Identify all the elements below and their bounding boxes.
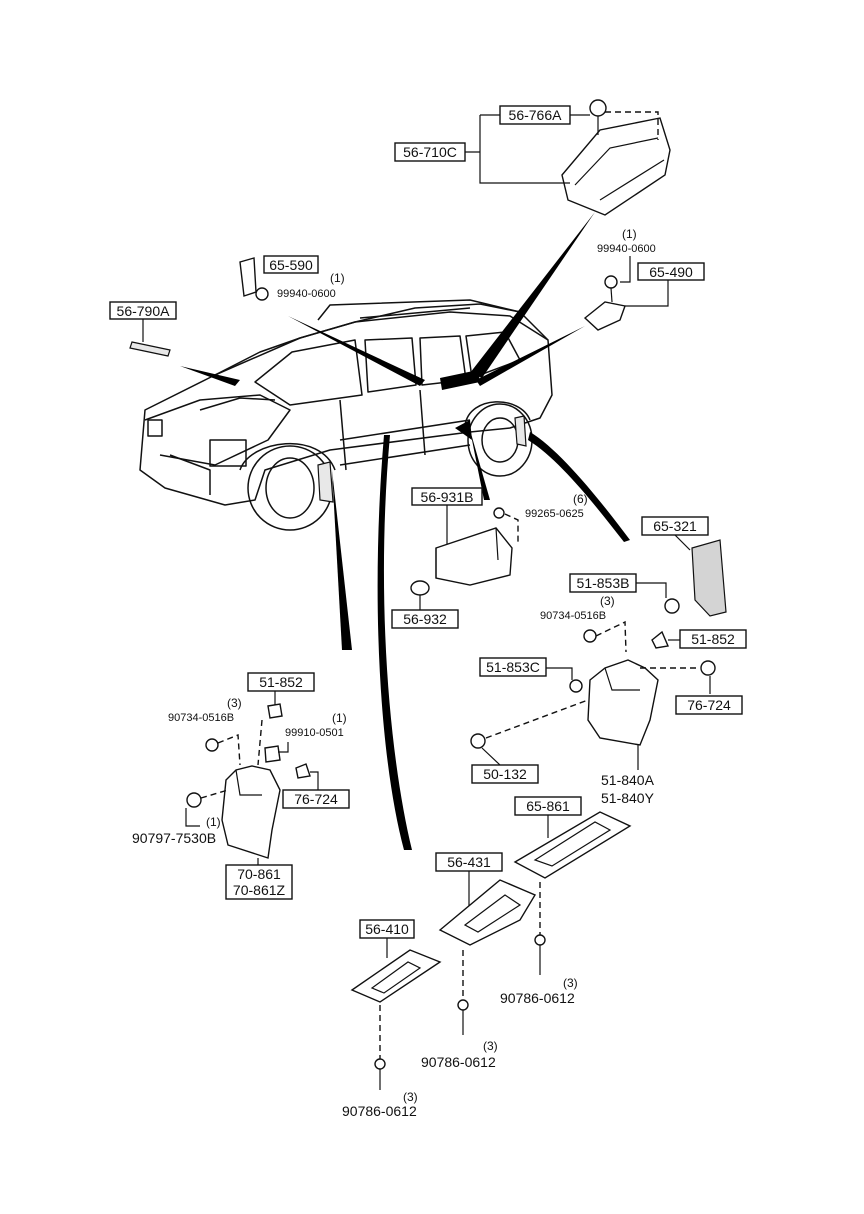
qty-90786-0612-a: (3) [563, 976, 578, 990]
group-56-790a: 56-790A [109, 301, 177, 357]
callout-65-321: 65-321 [653, 518, 697, 534]
qty-99910-0501: (1) [332, 711, 347, 725]
group-51-840a: 51-853B (3) 90734-0516B 51-852 51-853C 7… [470, 573, 747, 806]
callout-76-724-right: 76-724 [687, 697, 731, 713]
group-70-861: 51-852 (3) 90734-0516B (1) 99910-0501 76… [132, 672, 350, 900]
qty-90734-0516b-r: (3) [600, 594, 615, 608]
callout-50-132: 50-132 [483, 766, 527, 782]
callout-65-590: 65-590 [269, 257, 313, 273]
qty-90786-0612-b: (3) [483, 1039, 498, 1053]
group-65-861: 65-861 (3) 90786-0612 [500, 796, 632, 1006]
part-99940-0600-a: 99940-0600 [277, 288, 336, 300]
vehicle-illustration [139, 299, 553, 531]
part-99265-0625: 99265-0625 [525, 508, 584, 520]
part-90734-0516b-l: 90734-0516B [168, 712, 234, 724]
callout-65-861: 65-861 [526, 798, 570, 814]
group-56-710c: 56-766A 56-710C [394, 99, 671, 216]
callout-56-431: 56-431 [447, 854, 491, 870]
qty-99940-0600-b: (1) [622, 227, 637, 241]
group-65-321: 65-321 [641, 516, 727, 617]
qty-99940-0600-a: (1) [330, 271, 345, 285]
callout-56-710c: 56-710C [403, 144, 457, 160]
part-90786-0612-b: 90786-0612 [421, 1054, 496, 1070]
callout-56-931b: 56-931B [421, 489, 474, 505]
group-56-931b: 56-931B 99265-0625 (6) 56-932 [391, 487, 588, 629]
callout-65-490: 65-490 [649, 264, 693, 280]
callout-51-853c: 51-853C [486, 659, 540, 675]
callout-76-724-left: 76-724 [294, 791, 338, 807]
callout-51-853b: 51-853B [577, 575, 630, 591]
callout-56-766a: 56-766A [509, 107, 563, 123]
part-90786-0612-a: 90786-0612 [500, 990, 575, 1006]
callout-56-790a: 56-790A [117, 303, 171, 319]
callout-51-852-left: 51-852 [259, 674, 303, 690]
part-90797-7530b: 90797-7530B [132, 830, 216, 846]
qty-90786-0612-c: (3) [403, 1090, 418, 1104]
group-56-431: 56-431 (3) 90786-0612 [421, 852, 537, 1070]
leader-lines [180, 212, 630, 850]
callout-51-840y: 51-840Y [601, 790, 655, 806]
qty-90797-7530b: (1) [206, 815, 221, 829]
callout-70-861z: 70-861Z [233, 882, 286, 898]
part-90734-0516b-r: 90734-0516B [540, 610, 606, 622]
qty-99265-0625: (6) [573, 492, 588, 506]
part-99910-0501: 99910-0501 [285, 727, 344, 739]
callout-70-861: 70-861 [237, 866, 281, 882]
part-99940-0600-b: 99940-0600 [597, 243, 656, 255]
callout-56-932: 56-932 [403, 611, 447, 627]
part-90786-0612-c: 90786-0612 [342, 1103, 417, 1119]
callout-56-410: 56-410 [365, 921, 409, 937]
qty-90734-0516b-l: (3) [227, 696, 242, 710]
group-56-410: 56-410 (3) 90786-0612 [342, 919, 442, 1119]
group-65-590: 65-590 (1) 99940-0600 [239, 255, 345, 301]
group-65-490: (1) 99940-0600 65-490 [583, 227, 705, 331]
callout-51-852-right: 51-852 [691, 631, 735, 647]
callout-51-840a: 51-840A [601, 772, 655, 788]
